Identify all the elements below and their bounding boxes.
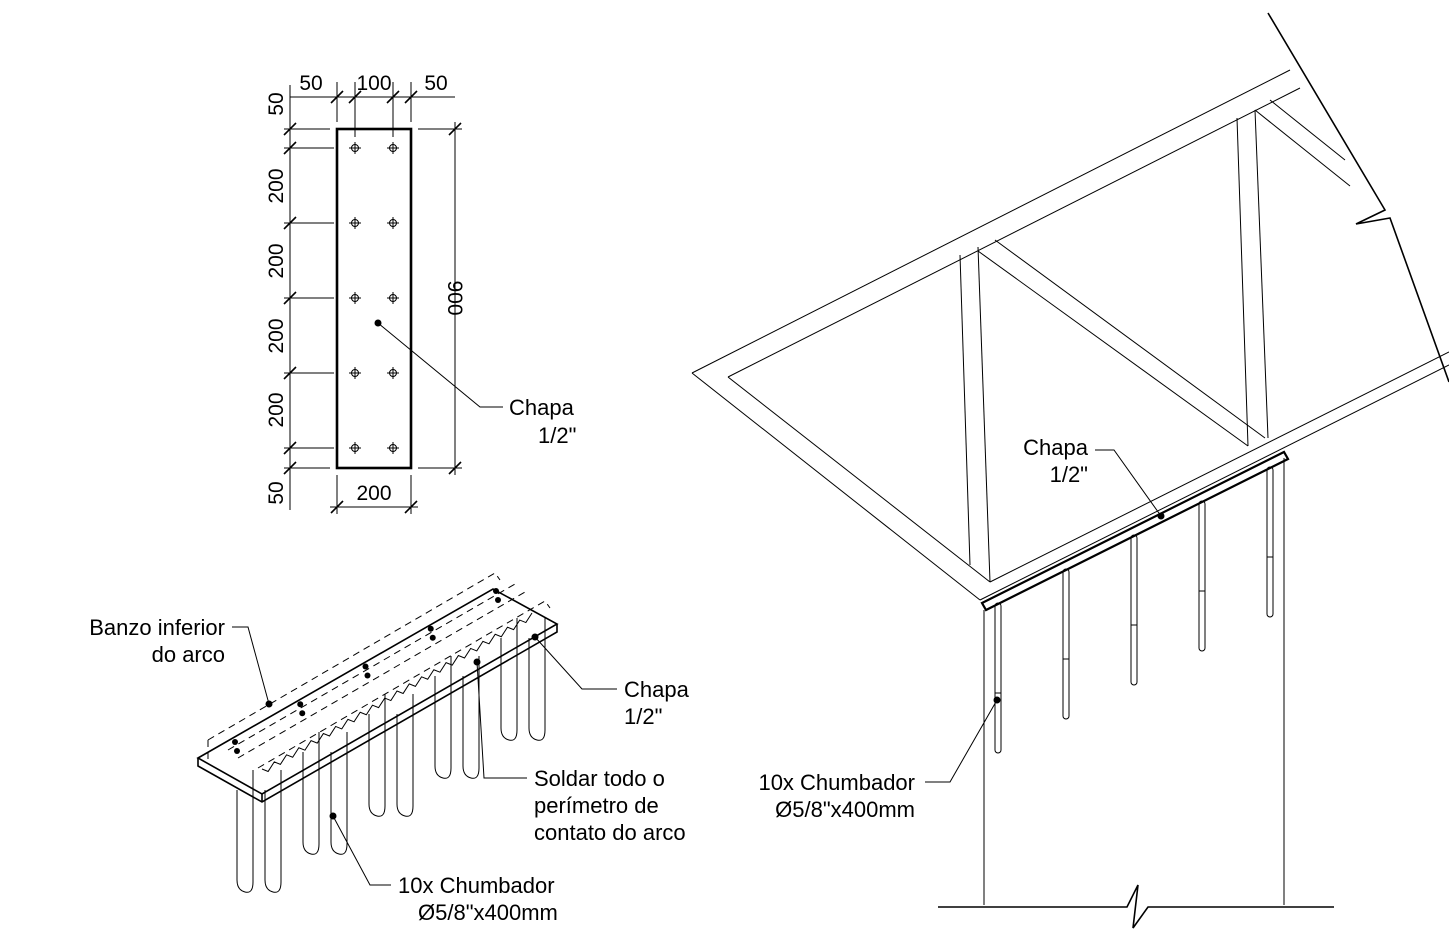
dim-side-2: 200 [265, 168, 288, 203]
iso-anchor-label-1: 10x Chumbador [398, 873, 555, 898]
chord-label-2: do arco [152, 642, 225, 667]
elev-anchor-bolt [1266, 466, 1274, 618]
dim-side-3: 200 [265, 243, 288, 278]
elev-anchor-label-1: 10x Chumbador [758, 770, 915, 795]
iso-hole [362, 663, 369, 670]
anchor-holes [349, 142, 399, 454]
bolt-hole [349, 442, 361, 454]
weld-label-3: contato do arco [534, 820, 686, 845]
plate-label-2: 1/2" [538, 423, 576, 448]
dim-bottom: 200 [356, 482, 391, 505]
plate-label-1: Chapa [509, 395, 575, 420]
iso-anchor-bolt [434, 656, 480, 779]
bolt-hole [349, 292, 361, 304]
weld-label-1: Soldar todo o [534, 766, 665, 791]
elev-anchors [994, 466, 1274, 754]
elev-anchor-bolt [1198, 500, 1206, 652]
iso-anchor-label-2: Ø5/8"x400mm [418, 900, 558, 925]
iso-hole [493, 588, 499, 594]
weld-line [261, 612, 533, 773]
iso-anchor-bolt [302, 732, 348, 855]
iso-anchor-bolt [500, 618, 546, 741]
elev-anchor-bolt [1062, 568, 1070, 720]
elev-plate-label-1: Chapa [1023, 435, 1089, 460]
iso-hole [364, 672, 371, 679]
break-line-top [1267, 12, 1449, 383]
dim-side-4: 200 [265, 318, 288, 353]
iso-anchor-bolt [368, 694, 414, 817]
elevation-view: Chapa 1/2" 10x Chumbador Ø5/8"x400mm [691, 12, 1449, 929]
bolt-hole [349, 367, 361, 379]
weld-label-2: perímetro de [534, 793, 659, 818]
bolt-hole [349, 142, 361, 154]
elev-plate [980, 450, 1290, 612]
isometric-detail: Banzo inferior do arco Chapa 1/2" Soldar… [89, 572, 690, 925]
iso-hole [299, 710, 306, 717]
dim-side-5: 200 [265, 392, 288, 427]
bolt-hole [387, 142, 399, 154]
dim-top-right: 50 [424, 72, 447, 95]
iso-anchors [236, 618, 546, 893]
elev-plate-label-2: 1/2" [1050, 462, 1088, 487]
iso-hole [429, 634, 436, 641]
break-line-bottom [938, 884, 1334, 929]
dim-height: 900 [443, 280, 466, 315]
elev-anchor-bolt [1130, 534, 1138, 686]
iso-anchor-bolt [236, 770, 282, 893]
iso-plate-label-1: Chapa [624, 677, 690, 702]
bolt-hole [387, 367, 399, 379]
bolt-hole [387, 442, 399, 454]
bolt-hole [349, 217, 361, 229]
iso-hole [297, 701, 304, 708]
iso-plate [196, 588, 559, 795]
dim-top-middle: 100 [356, 72, 391, 95]
iso-plate-label-2: 1/2" [624, 704, 662, 729]
dim-side-1: 50 [265, 92, 288, 115]
dim-side-6: 50 [265, 481, 288, 504]
bolt-hole [387, 292, 399, 304]
bolt-hole [387, 217, 399, 229]
leader-line [377, 322, 503, 408]
iso-hole [427, 625, 434, 632]
chord-label-1: Banzo inferior [89, 615, 225, 640]
elev-anchor-label-2: Ø5/8"x400mm [775, 797, 915, 822]
elev-anchor-bolt [994, 602, 1002, 754]
dim-top-left: 50 [299, 72, 322, 95]
iso-hole [234, 748, 240, 754]
iso-hole [495, 597, 501, 603]
plate-outline [335, 127, 413, 470]
plate-plan-view: 50 100 50 50 200 200 200 200 50 [265, 72, 576, 514]
iso-hole [232, 739, 238, 745]
